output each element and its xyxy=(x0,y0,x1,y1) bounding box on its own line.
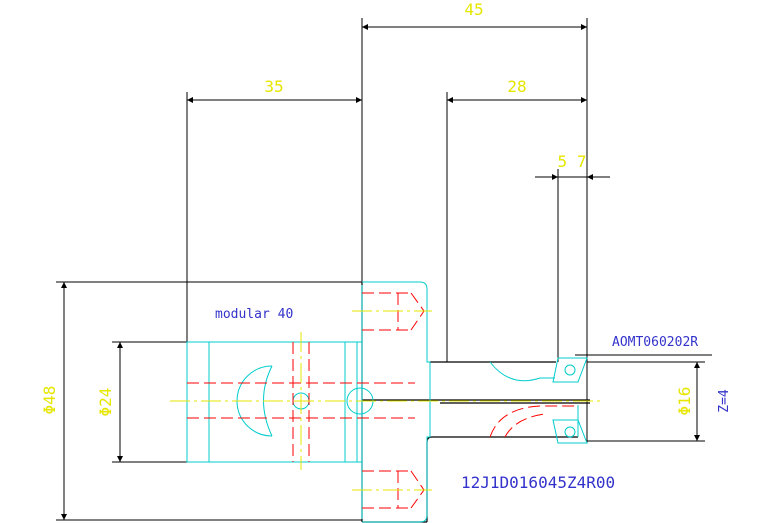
shank-outline xyxy=(186,341,363,463)
note-texts: modular 40 AOMT060202R 12J1D016045Z4R00 … xyxy=(215,307,732,492)
insert-pocket-bottom xyxy=(552,419,588,444)
part-number-label: 12J1D016045Z4R00 xyxy=(461,473,615,492)
hidden-flute-bottom xyxy=(489,405,578,438)
dim-16-label: Φ16 xyxy=(675,387,694,416)
insert-label: AOMT060202R xyxy=(612,335,698,350)
dim-24-label: Φ24 xyxy=(96,388,115,417)
hidden-flute-bottom-2 xyxy=(504,413,546,438)
dim-28-label: 28 xyxy=(507,77,526,96)
dim-57-label: 5 7 xyxy=(558,152,587,171)
dim-48-label: Φ48 xyxy=(40,386,59,415)
insert-screw-bottom xyxy=(564,426,576,438)
insert-pocket-top xyxy=(552,357,588,383)
head-outline xyxy=(362,281,431,523)
dim-45-label: 45 xyxy=(464,0,483,19)
modular-label: modular 40 xyxy=(215,307,293,322)
insert-screw-top xyxy=(564,364,576,376)
dimension-texts: 45 35 28 5 7 Φ48 Φ24 Φ16 xyxy=(40,0,694,416)
chip-flute-top xyxy=(489,361,555,382)
center-lines xyxy=(170,310,600,491)
dimension-lines xyxy=(56,18,712,521)
flutes-label: Z=4 xyxy=(717,389,732,413)
cyan-outline xyxy=(186,281,588,523)
dim-35-label: 35 xyxy=(264,77,283,96)
neck-bottom xyxy=(426,436,578,443)
